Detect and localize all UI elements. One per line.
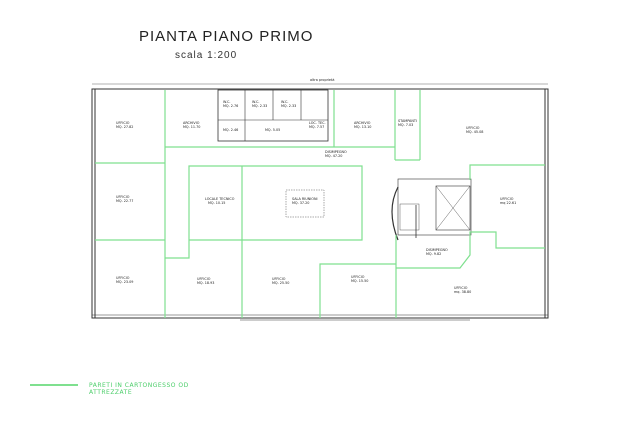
room-area: MQ. 2.33	[252, 104, 267, 108]
legend-partition-label: PARETI IN CARTONGESSO OD ATTREZZATE	[89, 382, 189, 396]
room-area: mq 22.61	[500, 201, 516, 205]
room-area: MQ. 22.77	[116, 199, 133, 203]
room-loc-tec: LOC. TEC.MQ. 7.57	[309, 121, 326, 129]
room-name: W.C.	[281, 100, 289, 104]
drawing-title: PIANTA PIANO PRIMO	[139, 28, 314, 45]
room-name: ARCHIVIO	[354, 121, 371, 125]
room-area: MQ. 2.76	[223, 104, 238, 108]
room-wc-1: W.C.MQ. 2.76	[223, 100, 238, 108]
room-area: MQ. 9.82	[426, 252, 441, 256]
room-name: UFFICIO	[351, 275, 365, 279]
room-name: LOC. TEC.	[309, 121, 326, 125]
room-area: MQ. 10.15	[208, 201, 225, 205]
room-name: DISIMPEGNO	[325, 150, 347, 154]
room-area: MQ. 2.46	[223, 128, 238, 132]
room-wc-3: W.C.MQ. 2.33	[281, 100, 296, 108]
room-name: W.C.	[252, 100, 260, 104]
room-area: MQ. 25.50	[272, 281, 289, 285]
room-antibagno-1: MQ. 2.46	[223, 128, 238, 132]
room-antibagno-2: MQ. 5.05	[265, 128, 280, 132]
room-area: MQ. 2.33	[281, 104, 296, 108]
room-name: STAMPANTI	[398, 119, 417, 123]
room-name: UFFICIO	[116, 276, 130, 280]
room-area: MQ. 45.08	[466, 130, 483, 134]
room-area: MQ. 27.82	[116, 125, 133, 129]
room-name: UFFICIO	[272, 277, 286, 281]
room-name: UFFICIO	[454, 286, 468, 290]
room-area: mq. 38.80	[454, 290, 471, 294]
room-name: UFFICIO	[466, 126, 480, 130]
room-area: MQ. 11.70	[183, 125, 200, 129]
meeting-table	[285, 189, 325, 218]
room-name: SALA RIUNIONI	[292, 197, 317, 201]
room-area: MQ. 7.57	[309, 125, 324, 129]
room-name: UFFICIO	[116, 121, 130, 125]
room-area: MQ. 13.10	[354, 125, 371, 129]
room-name: ARCHIVIO	[183, 121, 200, 125]
room-area: MQ. 7.03	[398, 123, 413, 127]
room-name: LOCALE TECNICO	[205, 197, 235, 201]
partition-walls	[95, 90, 545, 318]
room-name: UFFICIO	[197, 277, 211, 281]
room-area: MQ. 15.50	[351, 279, 368, 283]
room-area: MQ. 18.93	[197, 281, 214, 285]
room-area: MQ. 23.09	[116, 280, 133, 284]
room-wc-2: W.C.MQ. 2.33	[252, 100, 267, 108]
room-name: W.C.	[223, 100, 231, 104]
room-name: DISIMPEGNO	[426, 248, 448, 252]
legend-partition-swatch	[30, 384, 78, 386]
room-name: UFFICIO	[500, 197, 514, 201]
room-area: MQ. 5.05	[265, 128, 280, 132]
room-name: UFFICIO	[116, 195, 130, 199]
neighbor-label: altra proprietà	[310, 78, 334, 82]
drawing-scale: scala 1:200	[175, 50, 238, 61]
room-area: MQ. 47.20	[325, 154, 342, 158]
room-area: MQ. 37.20	[292, 201, 309, 205]
